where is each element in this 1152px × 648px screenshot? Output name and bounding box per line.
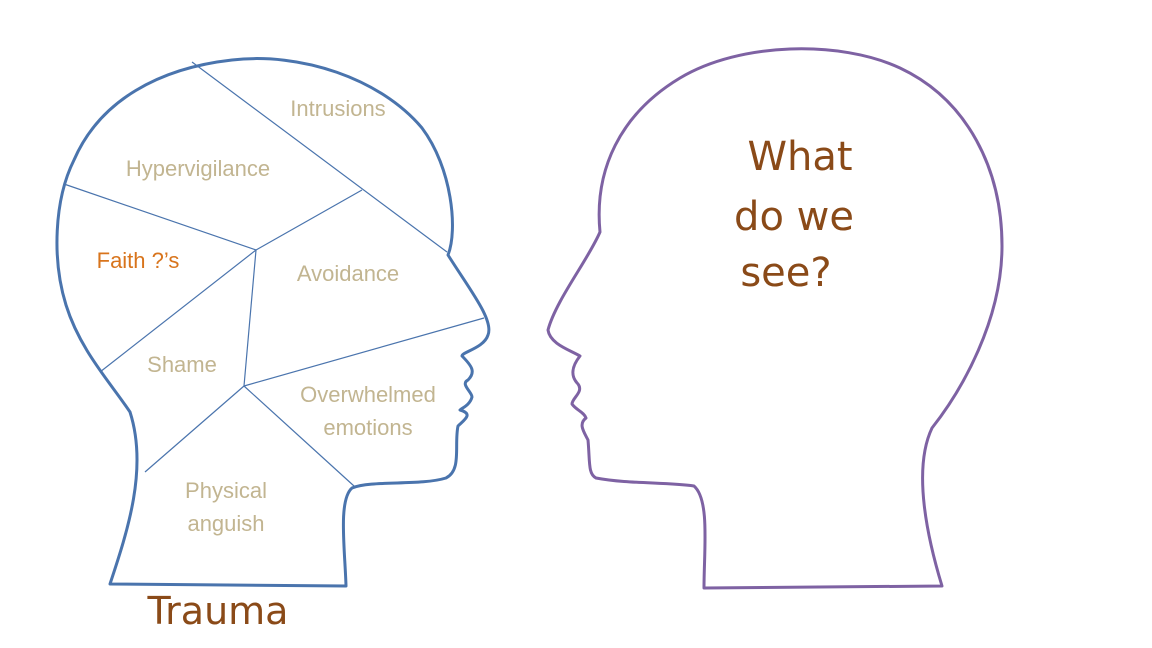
question-text: What do we see? (734, 134, 854, 296)
region-label-physical: anguish (187, 511, 264, 536)
region-label-overwhelmed: emotions (323, 415, 412, 440)
divider-line (243, 385, 355, 487)
region-dividers (63, 61, 485, 487)
divider-line (255, 189, 363, 251)
divider-line (243, 317, 485, 387)
left-head-outline (55, 57, 491, 588)
question-line: do we (734, 194, 854, 240)
divider-line (99, 249, 257, 373)
question-line: What (747, 134, 852, 180)
region-label-physical: Physical (185, 478, 267, 503)
divider-line (63, 183, 257, 251)
right-head: What do we see? (546, 47, 1004, 590)
region-label-avoidance: Avoidance (297, 261, 399, 286)
right-head-outline (546, 47, 1004, 590)
trauma-caption: Trauma (147, 589, 289, 633)
question-line: see? (740, 250, 831, 296)
divider-line (191, 61, 448, 253)
divider-line (243, 249, 257, 387)
region-label-intrusions: Intrusions (290, 96, 385, 121)
region-label-faith: Faith ?’s (97, 248, 180, 273)
region-label-shame: Shame (147, 352, 217, 377)
region-label-overwhelmed: Overwhelmed (300, 382, 436, 407)
divider-line (144, 385, 245, 473)
region-label-hypervigilance: Hypervigilance (126, 156, 270, 181)
